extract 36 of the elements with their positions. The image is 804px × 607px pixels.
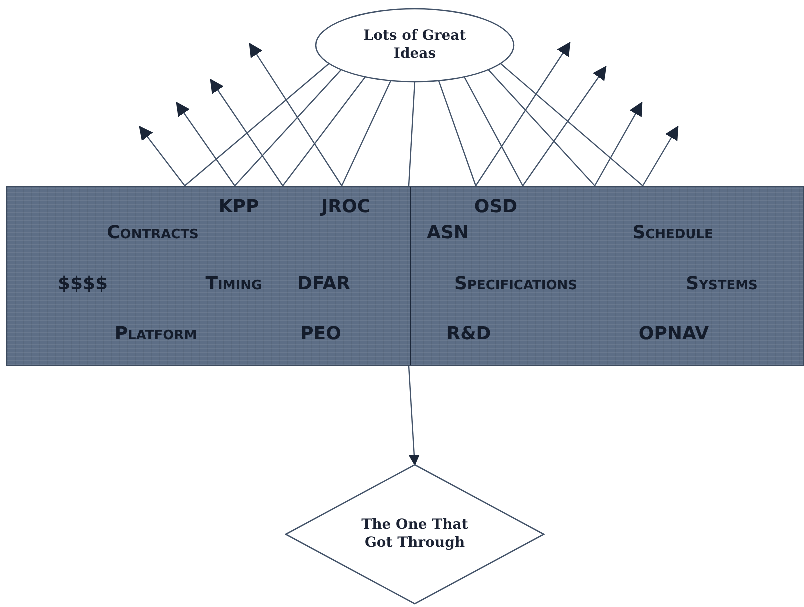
band-term: Contracts: [107, 222, 199, 244]
connector-line: [341, 80, 392, 186]
connector-line: [234, 70, 342, 186]
arrow: [139, 126, 186, 186]
band-term: Schedule: [632, 222, 714, 244]
band-term: Platform: [114, 324, 198, 344]
band-term: JROC: [321, 196, 371, 218]
band-term: DFAR: [298, 274, 350, 294]
filter-band: [6, 186, 804, 366]
arrow: [594, 102, 643, 186]
band-term: Timing: [206, 274, 262, 294]
connector-line: [282, 76, 366, 186]
connector-line: [488, 70, 596, 186]
arrow: [408, 366, 420, 466]
band-term: KPP: [218, 196, 260, 218]
arrow: [176, 102, 236, 186]
band-term: ASN: [427, 222, 469, 244]
band-term: Systems: [686, 274, 758, 294]
arrow: [249, 42, 342, 186]
band-term: Specifications: [454, 274, 578, 294]
connector-line: [184, 63, 330, 186]
band-term: $$$$: [58, 274, 108, 294]
band-term: R&D: [446, 324, 492, 344]
connector-line: [408, 82, 416, 186]
band-term: OPNAV: [638, 324, 710, 344]
arrow: [476, 42, 571, 186]
connector-line: [464, 76, 524, 186]
band-term: OSD: [474, 196, 518, 218]
node-label: The One That Got Through: [360, 517, 470, 552]
connector-line: [438, 80, 477, 186]
node-label: Lots of Great Ideas: [362, 28, 468, 63]
arrow: [642, 126, 679, 186]
arrow: [210, 78, 284, 186]
arrow: [522, 66, 607, 186]
connector-line: [500, 63, 644, 186]
band-term: PEO: [300, 324, 342, 344]
